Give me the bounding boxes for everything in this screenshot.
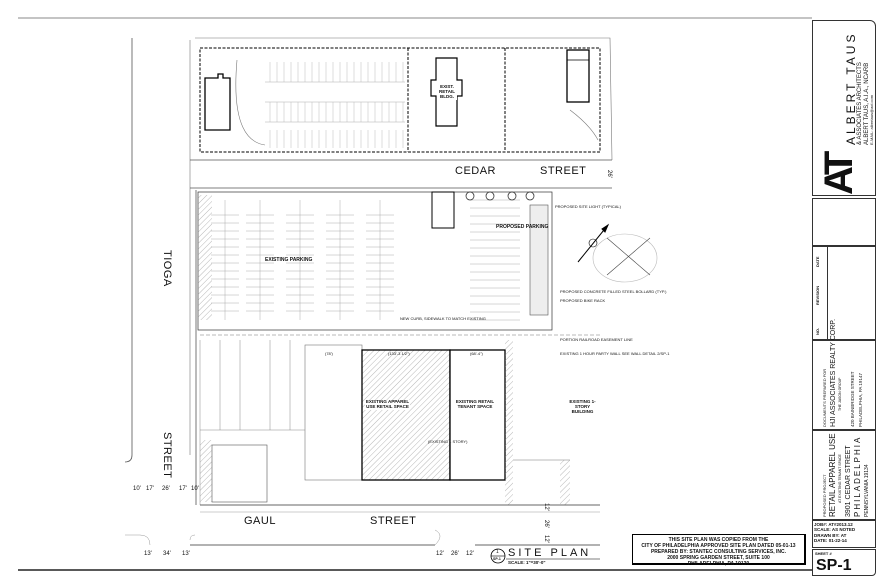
client-address: 420 BAINBRIDGE STREET — [850, 371, 855, 427]
exist-retail-bldg-label: EXIST. RETAIL BLDG. — [437, 84, 457, 100]
firm-contact: E-MAIL: albertaus@aol.com — [869, 94, 874, 145]
title-block-consultants — [812, 198, 876, 246]
project-name: RETAIL APPAREL USE — [828, 433, 837, 517]
seal-stamp — [592, 233, 658, 283]
existing-story-label: (EXISTING 1 STORY) — [428, 439, 468, 444]
site-plan-note: THIS SITE PLAN WAS COPIED FROM THE CITY … — [632, 534, 806, 567]
street-label-tioga: TIOGA — [161, 250, 173, 287]
proposed-bike-rack-label: PROPOSED BIKE RACK — [560, 298, 606, 303]
firm-name: ALBERT TAUS — [844, 31, 858, 145]
project-city: PHILADELPHIA — [853, 435, 862, 517]
project-state: PENNSYLVANIA 19134 — [864, 464, 870, 517]
dimension: 13' — [182, 551, 190, 557]
dimension: 26' — [451, 551, 459, 557]
dimension: 12' — [543, 503, 549, 511]
no-header: NO. — [815, 327, 820, 335]
drawing-number: 1 — [496, 549, 499, 555]
drawing-title: SITE PLAN — [508, 547, 592, 559]
existing-parking-label: EXISTING PARKING — [265, 257, 313, 263]
date-label: DATE: — [814, 538, 828, 544]
dimension: 26' — [606, 170, 612, 178]
firm-logo: AT — [817, 156, 861, 195]
existing-building-label: EXISTING 1-STORY BUILDING — [565, 399, 600, 415]
note-line: PREPARED BY: STANTEC CONSULTING SERVICES… — [650, 549, 787, 555]
easement-label: PORTION RAILROAD EASEMENT LINE — [560, 337, 633, 342]
dimension: 17' — [146, 486, 154, 492]
note-line: PHILADELPHIA, PA 19130 — [687, 561, 750, 567]
existing-apparel-space-label: EXISTING APPAREL USE RETAIL SPACE — [365, 399, 410, 410]
drawing-scale: SCALE: 1"=30'-0" — [508, 560, 546, 565]
street-label-gaul-street: STREET — [370, 515, 417, 527]
drawing-sheet-ref: SP-1 — [493, 557, 501, 561]
sheet-number: SP-1 — [816, 557, 852, 574]
dimension: 10' — [191, 486, 199, 492]
dimension: 12' — [466, 551, 474, 557]
dimension-label: (133'-3 1/2") — [388, 351, 410, 356]
sheet-date: 01-22-14 — [828, 538, 847, 544]
dimension: 10' — [133, 486, 141, 492]
dimension: 17' — [179, 486, 187, 492]
revision-table: DATE REVISION NO. — [812, 246, 876, 341]
firm-subtitle: & ASSOCIATES ARCHITECTS — [857, 62, 863, 145]
dimension: 12' — [436, 551, 444, 557]
new-curb-label: NEW CURB, SIDEWALK TO MATCH EXISTING — [400, 316, 486, 321]
client-name: HJI ASSOCIATES REALTY CORP. — [830, 318, 837, 427]
client-subtitle: THE JASON GROUP — [838, 377, 842, 411]
date-header: DATE — [815, 256, 820, 267]
proposed-light-label: PROPOSED SITE LIGHT (TYPICAL) — [555, 204, 621, 209]
drawn-by: AT — [840, 532, 847, 538]
dimension: 13' — [144, 551, 152, 557]
proposed-bollard-label: PROPOSED CONCRETE FILLED STEEL BOLLARD (… — [560, 289, 667, 294]
street-label-cedar: CEDAR — [455, 165, 497, 177]
drawn-by-label: DRAWN BY: — [814, 532, 840, 538]
tree-icon — [507, 191, 517, 201]
dimension: 26' — [162, 486, 170, 492]
project-block: PROPOSED PROJECT RETAIL APPAREL USE AT E… — [812, 430, 876, 520]
note-line: THIS SITE PLAN WAS COPIED FROM THE — [668, 537, 769, 543]
note-line: 2000 SPRING GARDEN STREET, SUITE 100 — [667, 555, 770, 561]
street-label-gaul: GAUL — [244, 515, 276, 527]
project-label: PROPOSED PROJECT — [822, 474, 827, 517]
tree-icon — [465, 191, 475, 201]
tree-icon — [485, 191, 495, 201]
existing-retail-space-label: EXISTING RETAIL TENANT SPACE — [455, 399, 495, 410]
dimension-label: (68'-4") — [470, 351, 483, 356]
party-wall-label: EXISTING 1 HOUR PARTY WALL SEE WALL DETA… — [560, 351, 670, 356]
project-subtitle: AT EXISTING TENANT SPACE — [838, 454, 842, 503]
dimension: 34' — [163, 551, 171, 557]
revision-header: REVISION — [815, 285, 820, 305]
dimension: 26' — [543, 520, 549, 528]
proposed-parking-label: PROPOSED PARKING — [496, 224, 549, 230]
job-number: JOB#: AT#2013.12 — [814, 522, 853, 527]
job-info-block: JOB#: AT#2013.12 SCALE: AS NOTED DRAWN B… — [812, 520, 876, 548]
dimension-label: (78') — [325, 351, 333, 356]
client-city: PHILADELPHIA, PA 19147 — [858, 373, 863, 427]
sheet-number-block: SHEET # SP-1 — [812, 549, 876, 576]
street-label-tioga-street: STREET — [161, 432, 173, 479]
prepared-for-block: DOCUMENTS PREPARED FOR HJI ASSOCIATES RE… — [812, 319, 876, 430]
dimension: 12' — [543, 535, 549, 543]
sheet-scale: SCALE: AS NOTED — [814, 527, 856, 533]
sheet-label: SHEET # — [815, 551, 832, 556]
prepared-for-label: DOCUMENTS PREPARED FOR — [822, 368, 827, 427]
project-address: 3901 CEDAR STREET — [845, 445, 852, 517]
tree-icon — [525, 191, 535, 201]
north-arrow-icon — [577, 223, 610, 263]
title-block-firm: AT ALBERT TAUS & ASSOCIATES ARCHITECTS A… — [812, 20, 876, 196]
note-line: CITY OF PHILADELPHIA APPROVED SITE PLAN … — [641, 543, 796, 549]
street-label-cedar-street: STREET — [540, 165, 587, 177]
